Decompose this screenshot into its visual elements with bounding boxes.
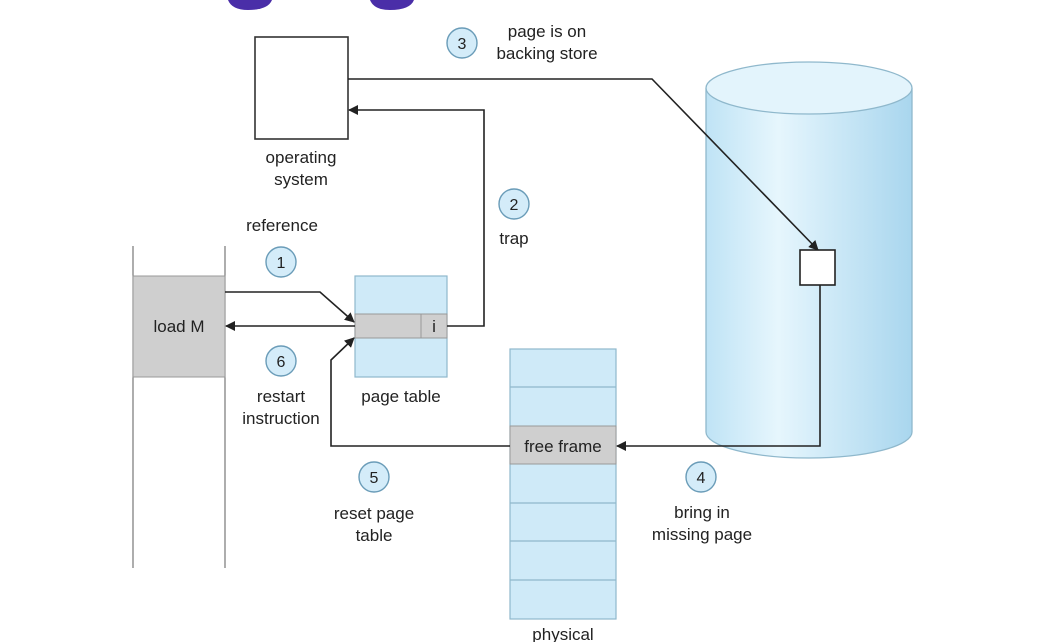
step-5-number: 5 bbox=[370, 470, 379, 487]
arrows bbox=[225, 78, 821, 451]
bring-label-2: missing page bbox=[652, 525, 752, 544]
step-3-marker: 3 bbox=[446, 27, 478, 59]
free-frame-label: free frame bbox=[524, 437, 601, 456]
operating-system-label-2: system bbox=[274, 170, 328, 189]
free-frame-box bbox=[509, 425, 617, 465]
step-4-marker: 4 bbox=[685, 461, 717, 493]
step-4-number: 4 bbox=[697, 470, 706, 487]
reference-label: reference bbox=[246, 216, 318, 235]
arrow-bring-in bbox=[616, 285, 821, 451]
step-2-marker: 2 bbox=[498, 188, 530, 220]
step-6-number: 6 bbox=[277, 354, 286, 371]
arrow-reset-table bbox=[330, 337, 510, 447]
top-banner-fragment bbox=[228, 0, 414, 10]
load-m-box bbox=[132, 275, 226, 378]
reset-label-2: table bbox=[356, 526, 393, 545]
backing-store-label-2: backing store bbox=[496, 44, 597, 63]
bring-label-1: bring in bbox=[674, 503, 730, 522]
page-on-disk-box bbox=[799, 249, 836, 286]
physical-memory-label: physical bbox=[532, 625, 593, 642]
page-table-invalid-bit: i bbox=[432, 317, 436, 336]
step-2-number: 2 bbox=[510, 197, 519, 214]
step-markers: 1 2 3 4 5 6 bbox=[265, 27, 717, 493]
restart-label-1: restart bbox=[257, 387, 305, 406]
physical-memory bbox=[509, 348, 617, 620]
step-6-marker: 6 bbox=[265, 345, 297, 377]
step-5-marker: 5 bbox=[358, 461, 390, 493]
page-table-label: page table bbox=[361, 387, 440, 406]
operating-system-box bbox=[254, 36, 349, 140]
trap-label: trap bbox=[499, 229, 528, 248]
arrow-trap bbox=[348, 105, 485, 327]
step-1-marker: 1 bbox=[265, 246, 297, 278]
restart-label-2: instruction bbox=[242, 409, 319, 428]
step-3-number: 3 bbox=[458, 36, 467, 53]
step-1-number: 1 bbox=[277, 255, 286, 272]
load-m-label: load M bbox=[153, 317, 204, 336]
reset-label-1: reset page bbox=[334, 504, 414, 523]
operating-system-label-1: operating bbox=[266, 148, 337, 167]
arrow-to-backing-store bbox=[348, 78, 819, 251]
backing-store-label-1: page is on bbox=[508, 22, 586, 41]
arrow-reference bbox=[225, 291, 355, 323]
